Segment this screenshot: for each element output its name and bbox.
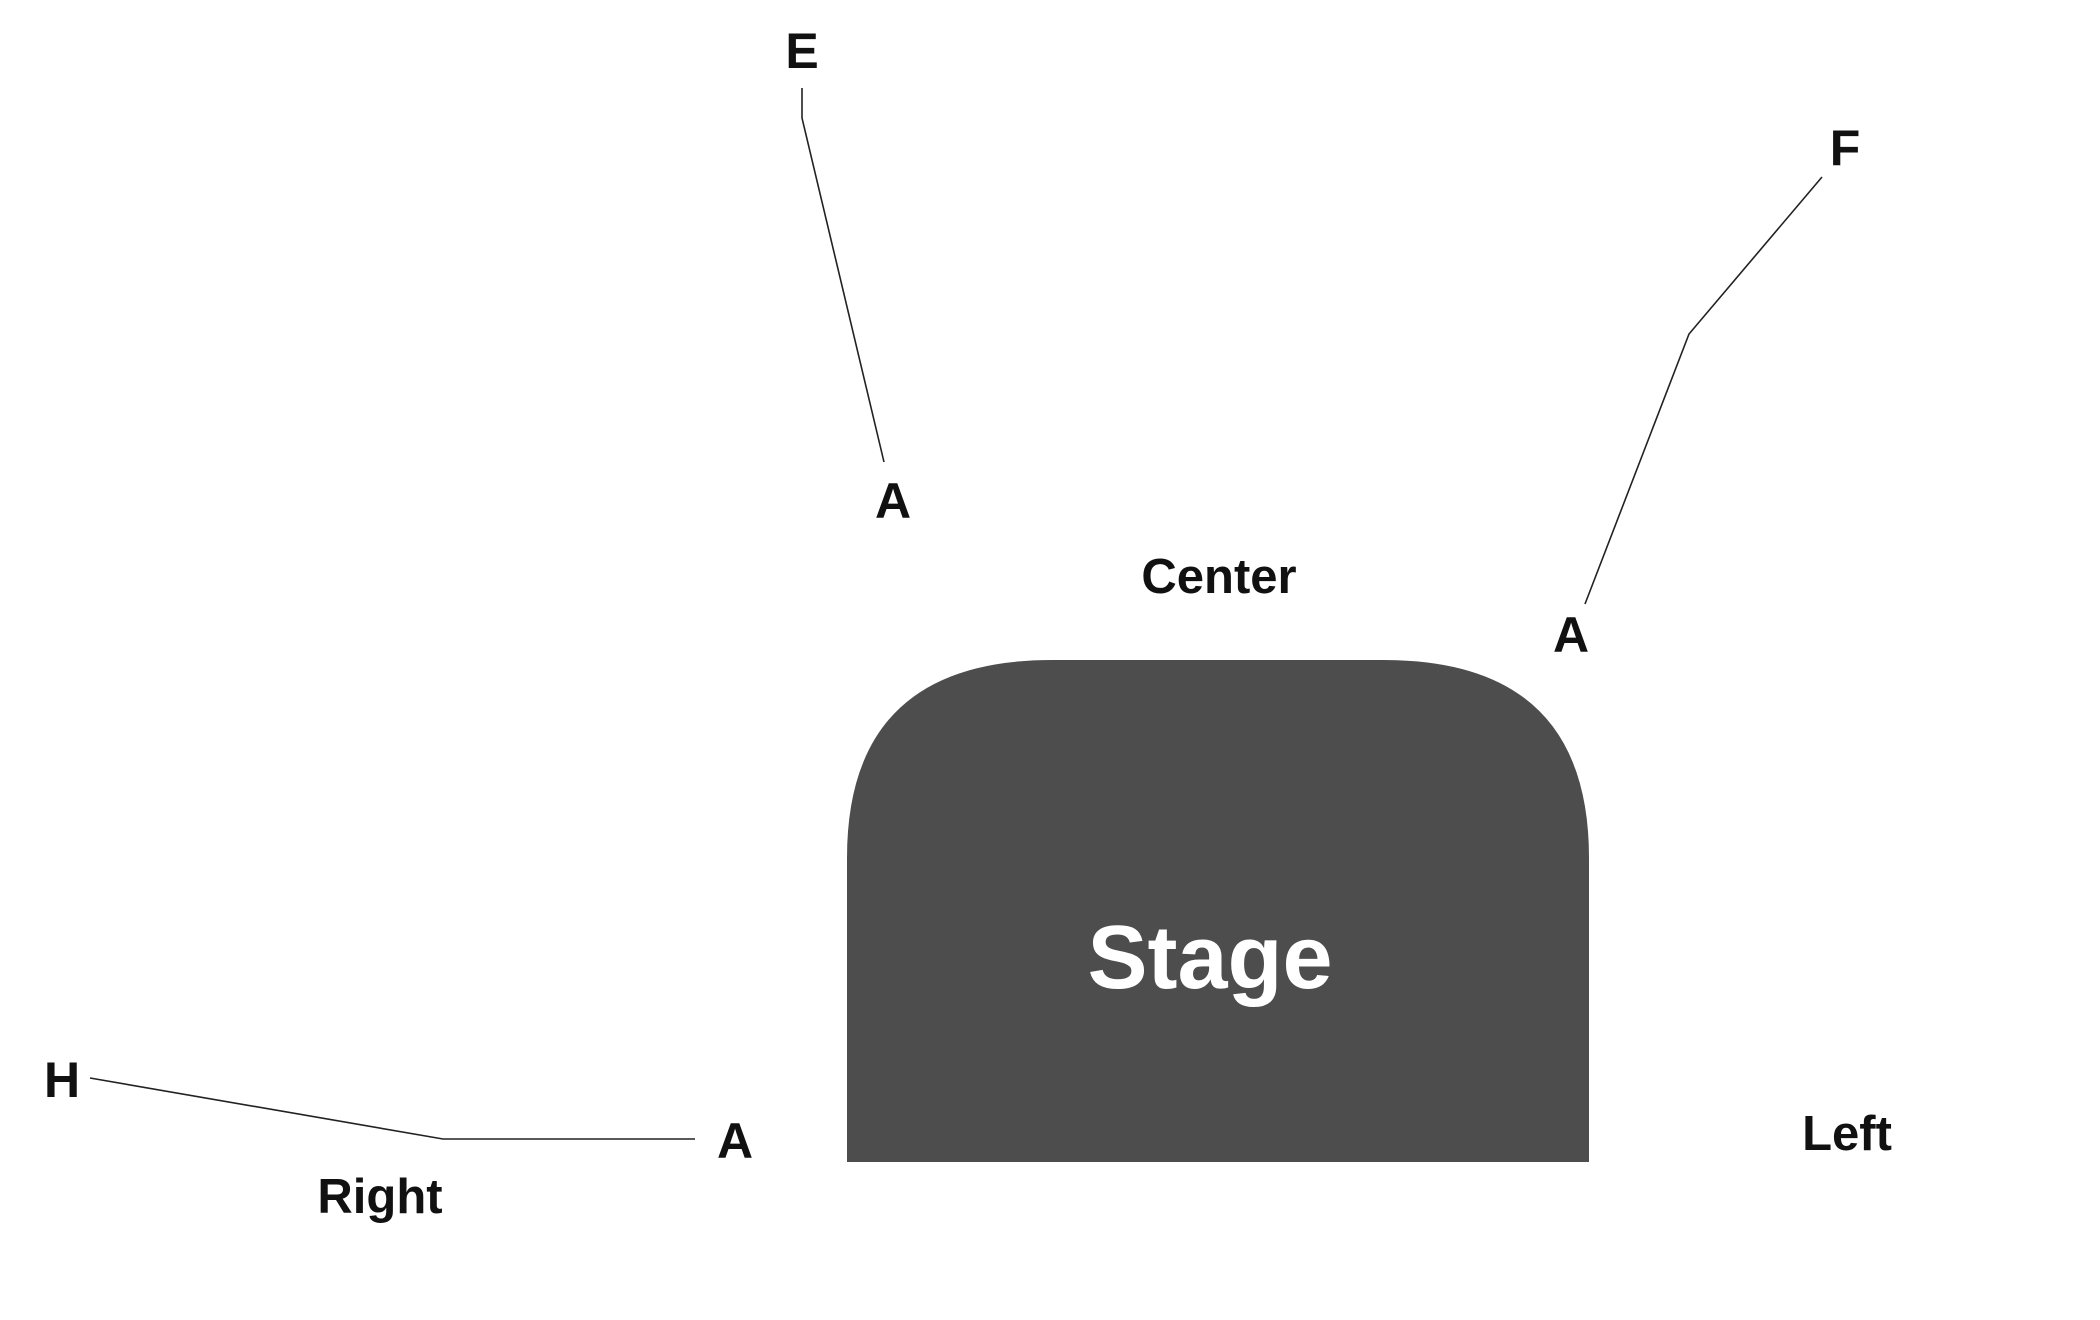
row-label-a-lower-right: A — [717, 1113, 753, 1169]
row-label-a-upper-left: A — [875, 473, 911, 529]
section-label-center: Center — [1141, 550, 1296, 604]
leader-line-e — [801, 88, 885, 463]
row-label-a-upper-right: A — [1553, 607, 1589, 663]
stage-label: Stage — [1087, 908, 1332, 1008]
row-label-f: F — [1830, 120, 1861, 176]
section-label-right: Right — [317, 1170, 442, 1224]
row-label-e: E — [785, 23, 818, 79]
stage-shape — [847, 660, 1589, 1162]
leader-line-f — [1584, 176, 1823, 605]
section-label-left: Left — [1802, 1107, 1892, 1161]
leader-line-h — [89, 1077, 695, 1140]
row-label-h: H — [44, 1052, 80, 1108]
